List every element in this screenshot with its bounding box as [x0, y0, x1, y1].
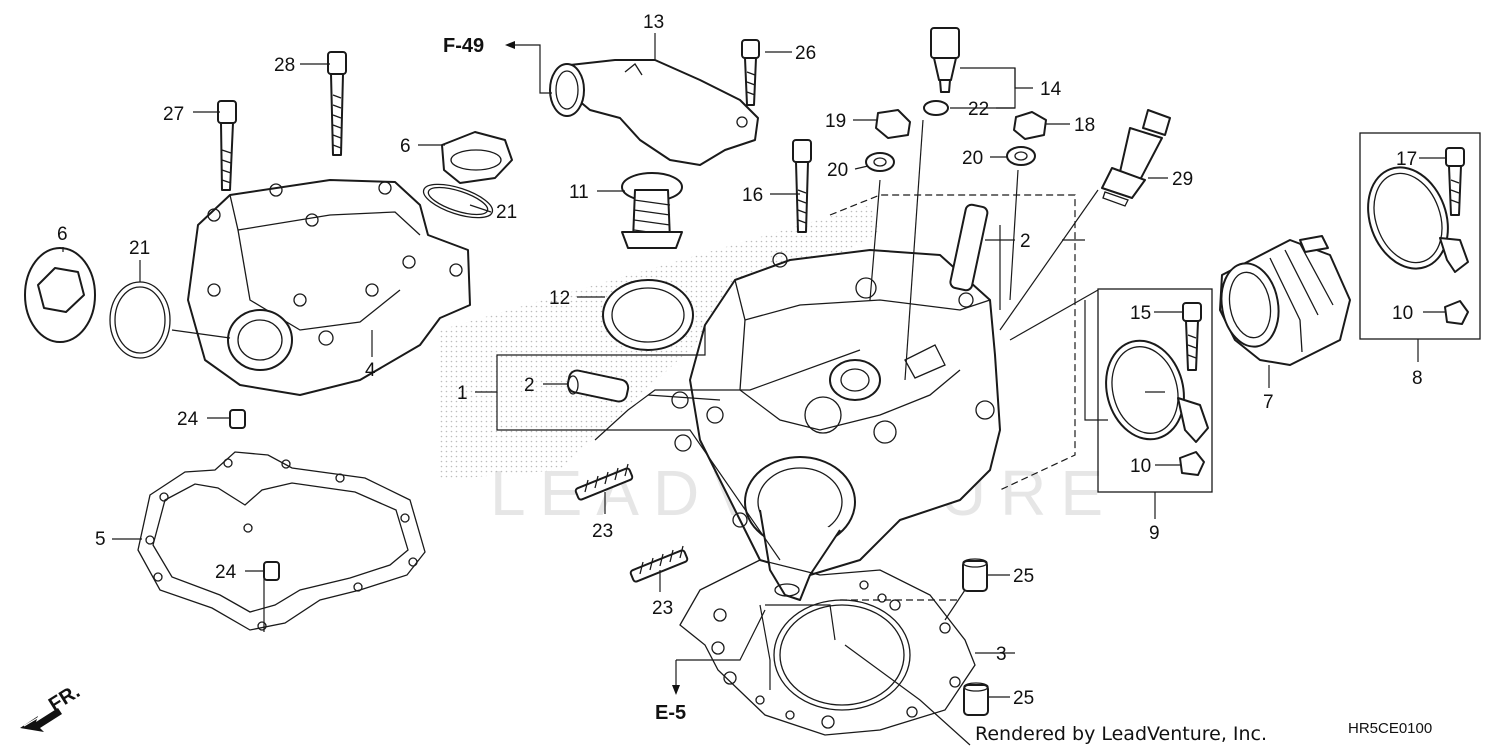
callout-2-center[interactable]: 2 — [524, 375, 535, 396]
screw-17[interactable] — [1445, 147, 1465, 216]
callout-2-upper[interactable]: 2 — [1020, 231, 1031, 252]
callout-24-bottom[interactable]: 24 — [215, 562, 237, 583]
callout-21-top[interactable]: 21 — [496, 202, 517, 223]
callout-16[interactable]: 16 — [742, 185, 763, 206]
bolt-16[interactable] — [792, 139, 812, 233]
callout-5[interactable]: 5 — [95, 529, 106, 550]
kit-box-8 — [1359, 132, 1481, 340]
callout-12[interactable]: 12 — [549, 288, 570, 309]
arrow-f49 — [505, 41, 515, 49]
intake-band-9[interactable] — [1095, 332, 1209, 448]
callout-8[interactable]: 8 — [1412, 368, 1423, 389]
callout-22[interactable]: 22 — [968, 99, 989, 120]
callout-18[interactable]: 18 — [1074, 115, 1095, 136]
thermostat-cover-13[interactable] — [549, 59, 759, 166]
callout-25-lower[interactable]: 25 — [1013, 688, 1034, 709]
bolt-27[interactable] — [217, 100, 237, 191]
spark-plug-29[interactable] — [1101, 109, 1171, 207]
reference-f49[interactable]: F-49 — [443, 35, 484, 57]
dowel-pin-24-top[interactable] — [229, 409, 246, 429]
callout-1[interactable]: 1 — [457, 383, 468, 404]
callout-4[interactable]: 4 — [365, 360, 376, 381]
callout-26[interactable]: 26 — [795, 43, 816, 64]
diagram-code: HR5CE0100 — [1348, 720, 1432, 737]
intake-band-8[interactable] — [1355, 156, 1469, 280]
reference-e5[interactable]: E-5 — [655, 702, 686, 724]
callout-14[interactable]: 14 — [1040, 79, 1062, 100]
thermostat-11[interactable] — [621, 172, 683, 249]
callout-29[interactable]: 29 — [1172, 169, 1193, 190]
head-cover-gasket-5[interactable] — [137, 451, 426, 631]
leader-lines — [62, 33, 1446, 746]
stud-23-upper[interactable] — [574, 463, 634, 501]
callout-9[interactable]: 9 — [1149, 523, 1160, 544]
arrow-e5 — [672, 685, 680, 695]
bolt-28[interactable] — [327, 51, 347, 156]
thermostat-seal-12[interactable] — [602, 279, 694, 351]
nut-10-upper[interactable] — [1444, 300, 1469, 325]
callout-10-upper[interactable]: 10 — [1392, 303, 1413, 324]
sealing-washer-22[interactable] — [923, 100, 949, 116]
dowel-pin-25-upper[interactable] — [962, 558, 988, 592]
front-arrow-icon — [20, 706, 62, 732]
nut-10-lower[interactable] — [1179, 451, 1205, 476]
callout-17[interactable]: 17 — [1396, 149, 1417, 170]
callout-13[interactable]: 13 — [643, 12, 664, 33]
o-ring-21-left[interactable] — [109, 281, 171, 359]
oil-filler-cap-6-top[interactable] — [441, 131, 513, 184]
cylinder-head-gasket-3[interactable] — [679, 559, 976, 736]
dowel-pin-25-lower[interactable] — [963, 682, 989, 716]
stud-23-lower[interactable] — [629, 545, 689, 583]
dowel-pin-24-bottom[interactable] — [263, 561, 280, 581]
cylinder-head-cover[interactable] — [187, 179, 471, 396]
nut-19[interactable] — [875, 109, 911, 139]
washer-20-right[interactable] — [1006, 146, 1036, 166]
intake-joint-7[interactable] — [1215, 235, 1351, 366]
cylinder-head-1[interactable] — [671, 249, 1001, 601]
front-marker-label: FR. — [45, 681, 84, 717]
callout-11[interactable]: 11 — [569, 182, 589, 203]
callout-24-top[interactable]: 24 — [177, 409, 199, 430]
callout-20-left[interactable]: 20 — [827, 160, 848, 181]
o-ring-21-top[interactable] — [420, 178, 497, 225]
callout-6-left[interactable]: 6 — [57, 224, 68, 245]
oil-filler-cap-6-left[interactable] — [24, 247, 96, 343]
callout-7[interactable]: 7 — [1263, 392, 1274, 413]
callout-21-left[interactable]: 21 — [129, 238, 150, 259]
callout-27[interactable]: 27 — [163, 104, 184, 125]
callout-3[interactable]: 3 — [996, 644, 1007, 665]
nut-18[interactable] — [1013, 111, 1047, 140]
bolt-26[interactable] — [741, 39, 760, 106]
callout-labels: 28 27 6 21 6 21 4 24 5 24 13 26 11 12 16… — [57, 12, 1423, 709]
callout-19[interactable]: 19 — [825, 111, 846, 132]
callout-25-upper[interactable]: 25 — [1013, 566, 1034, 587]
screw-15[interactable] — [1182, 302, 1202, 371]
render-credit: Rendered by LeadVenture, Inc. — [975, 723, 1267, 745]
valve-guide-2-center[interactable] — [566, 369, 630, 403]
callout-6-top[interactable]: 6 — [400, 136, 411, 157]
callout-28[interactable]: 28 — [274, 55, 295, 76]
valve-guide-2-upper[interactable] — [949, 203, 989, 292]
washer-20-left[interactable] — [865, 152, 895, 172]
callout-15[interactable]: 15 — [1130, 303, 1151, 324]
callout-10-lower[interactable]: 10 — [1130, 456, 1151, 477]
temperature-sensor-14[interactable] — [930, 27, 960, 93]
callout-23-lower[interactable]: 23 — [652, 598, 673, 619]
callout-20-right[interactable]: 20 — [962, 148, 983, 169]
callout-23-upper[interactable]: 23 — [592, 521, 613, 542]
